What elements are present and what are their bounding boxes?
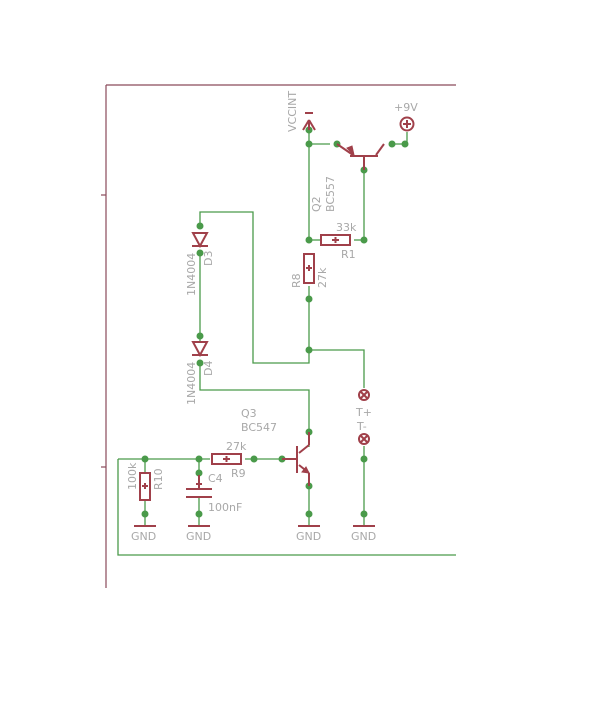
junction <box>196 332 204 340</box>
d3-value: 1N4004 <box>185 253 198 296</box>
c4-value: 100nF <box>208 501 242 514</box>
q3-name: Q3 <box>241 407 257 420</box>
gnd-label: GND <box>351 530 376 543</box>
tplus-label: T+ <box>355 406 372 419</box>
junction <box>196 222 204 230</box>
junction <box>360 510 368 518</box>
sheet-frame <box>101 84 456 588</box>
gnd-label: GND <box>186 530 211 543</box>
junction <box>195 469 203 477</box>
junction <box>196 359 204 367</box>
d3-diode-symbol <box>191 232 209 249</box>
junction <box>305 236 313 244</box>
junction <box>141 455 149 463</box>
r1-resistor-symbol <box>320 234 351 246</box>
junction <box>305 510 313 518</box>
junction <box>360 236 368 244</box>
junction <box>360 455 368 463</box>
junction <box>196 249 204 257</box>
q3-value: BC547 <box>241 421 277 434</box>
gnd-label: GND <box>296 530 321 543</box>
plus9v-label: +9V <box>394 101 418 114</box>
tminus-label: T- <box>356 420 367 433</box>
d4-diode-symbol <box>191 341 209 358</box>
junction <box>388 140 396 148</box>
junction <box>250 455 258 463</box>
junction <box>141 510 149 518</box>
d4-value: 1N4004 <box>185 362 198 405</box>
q2-name: Q2 <box>310 196 323 212</box>
junction <box>195 455 203 463</box>
r8-resistor-symbol <box>303 253 315 284</box>
tplus-terminal-symbol <box>358 389 370 401</box>
q3-transistor-symbol <box>282 432 310 486</box>
gnd-label: GND <box>131 530 156 543</box>
junction <box>305 346 313 354</box>
r9-value: 27k <box>226 440 247 453</box>
junction <box>305 140 313 148</box>
r8-value: 27k <box>316 267 329 288</box>
r9-resistor-symbol <box>211 453 242 465</box>
d3-name: D3 <box>202 251 215 266</box>
r10-value: 100k <box>126 462 139 490</box>
c4-name: C4 <box>208 472 223 485</box>
plus9v-supply-symbol <box>399 116 415 132</box>
wires <box>117 130 456 556</box>
q2-transistor-symbol <box>336 143 385 170</box>
vccint-supply-symbol <box>302 112 316 131</box>
tminus-terminal-symbol <box>358 433 370 445</box>
r1-value: 33k <box>336 221 357 234</box>
r10-resistor-symbol <box>139 472 151 501</box>
r9-name: R9 <box>231 467 246 480</box>
vccint-label: VCCINT <box>286 91 299 132</box>
junction <box>195 510 203 518</box>
q2-value: BC557 <box>324 176 337 212</box>
r1-name: R1 <box>341 248 356 261</box>
d4-name: D4 <box>202 361 215 376</box>
r8-name: R8 <box>290 273 303 288</box>
c4-capacitor-symbol <box>186 475 212 498</box>
r10-name: R10 <box>152 468 165 490</box>
junction <box>305 295 313 303</box>
junction <box>401 140 409 148</box>
